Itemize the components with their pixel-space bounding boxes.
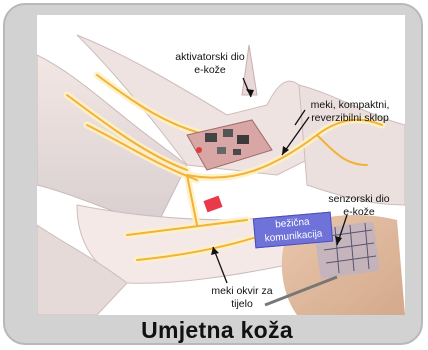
slide-frame: aktivatorski dio e-kože meki, kompaktni,… [3, 3, 423, 345]
frame-label-line2: tijelo [231, 298, 253, 310]
actuator-label-line2: e-kože [194, 64, 226, 76]
wireless-label-line2: komunikacija [264, 228, 323, 244]
assembly-label-line1: meki, kompaktni, [311, 99, 390, 111]
assembly-label: meki, kompaktni, reverzibilni sklop [295, 99, 405, 125]
wireless-label-line1: bežična [275, 217, 310, 231]
frame-label-line1: meki okvir za [211, 285, 272, 297]
sensor-label-line2: e-kože [343, 206, 375, 218]
actuator-label: aktivatorski dio e-kože [135, 51, 285, 77]
caption-title: Umjetna koža [5, 317, 423, 344]
frame-label: meki okvir za tijelo [187, 285, 297, 311]
assembly-label-line2: reverzibilni sklop [311, 112, 389, 124]
actuator-label-line1: aktivatorski dio [175, 51, 244, 63]
e-skin-figure: aktivatorski dio e-kože meki, kompaktni,… [37, 15, 405, 315]
sensor-label-line1: senzorski dio [328, 193, 389, 205]
red-marker [203, 196, 222, 213]
